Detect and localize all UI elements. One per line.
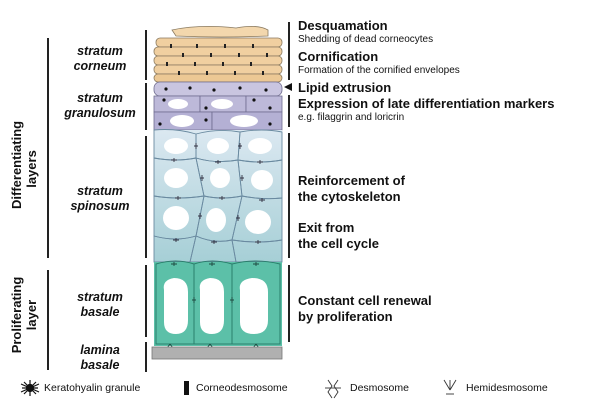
right-line-granulosum	[288, 95, 290, 127]
annotation-renewal-2: by proliferation	[298, 309, 393, 324]
desmosome-icon	[325, 379, 341, 399]
annotation-exit-1: Exit from	[298, 220, 355, 235]
corneum-layer	[153, 26, 283, 83]
layer-label-lamina-1: lamina	[80, 343, 120, 357]
layer-label-corneum-1: stratum	[77, 44, 123, 58]
lipid-arrow-icon	[284, 83, 292, 91]
layer-label-basale-1: stratum	[77, 290, 123, 304]
hemidesmosome-icon	[443, 379, 457, 395]
legend-corneodesmosome: Corneodesmosome	[196, 382, 288, 394]
layer-label-granulosum-1: stratum	[77, 91, 123, 105]
legend-desmosome: Desmosome	[350, 382, 409, 394]
granulosum-layer	[153, 81, 283, 131]
right-line-basale	[288, 265, 290, 342]
layer-label-lamina-2: basale	[80, 358, 120, 372]
annotation-cornification-sub: Formation of the cornified envelopes	[298, 65, 460, 76]
annotation-cornification: Cornification	[298, 49, 379, 64]
layer-separator-1	[145, 30, 147, 80]
annotation-lipid-extrusion: Lipid extrusion	[298, 80, 392, 95]
corneodesmosome-icon	[184, 381, 189, 395]
layer-label-lamina: lamina basale	[40, 343, 160, 373]
layer-label-spinosum: stratum spinosum	[40, 184, 160, 214]
layer-label-spinosum-1: stratum	[77, 184, 123, 198]
lamina-basale-layer	[151, 346, 283, 360]
layer-label-corneum-2: corneum	[73, 59, 127, 73]
spinosum-layer	[153, 129, 283, 263]
legend-keratohyalin: Keratohyalin granule	[44, 382, 141, 394]
layer-separator-4	[145, 265, 147, 337]
layer-separator-3	[145, 136, 147, 258]
annotation-exit-2: the cell cycle	[298, 236, 379, 251]
annotation-reinforcement-1: Reinforcement of	[298, 173, 405, 188]
differentiating-bracket-line	[47, 38, 49, 258]
right-line-spinosum	[288, 133, 290, 258]
annotation-late-markers-sub: e.g. filaggrin and loricrin	[298, 112, 405, 123]
annotation-desquamation-sub: Shedding of dead corneocytes	[298, 34, 434, 45]
layer-label-granulosum: stratum granulosum	[40, 91, 160, 121]
legend-hemidesmosome: Hemidesmosome	[466, 382, 548, 394]
annotation-late-markers: Expression of late differentiation marke…	[298, 96, 555, 111]
layer-separator-2	[145, 83, 147, 130]
annotation-renewal-1: Constant cell renewal	[298, 293, 432, 308]
layer-label-basale: stratum basale	[40, 290, 160, 320]
keratohyalin-granule-icon	[20, 380, 40, 396]
layer-label-granulosum-2: granulosum	[64, 106, 136, 120]
annotation-desquamation: Desquamation	[298, 18, 388, 33]
proliferating-bracket-line	[47, 270, 49, 370]
layer-label-corneum: stratum corneum	[40, 44, 160, 74]
basale-layer	[154, 260, 282, 349]
right-line-top	[288, 22, 290, 80]
layer-label-spinosum-2: spinosum	[70, 199, 130, 213]
layer-label-basale-2: basale	[80, 305, 120, 319]
layer-separator-5	[145, 342, 147, 372]
annotation-reinforcement-2: the cytoskeleton	[298, 189, 401, 204]
